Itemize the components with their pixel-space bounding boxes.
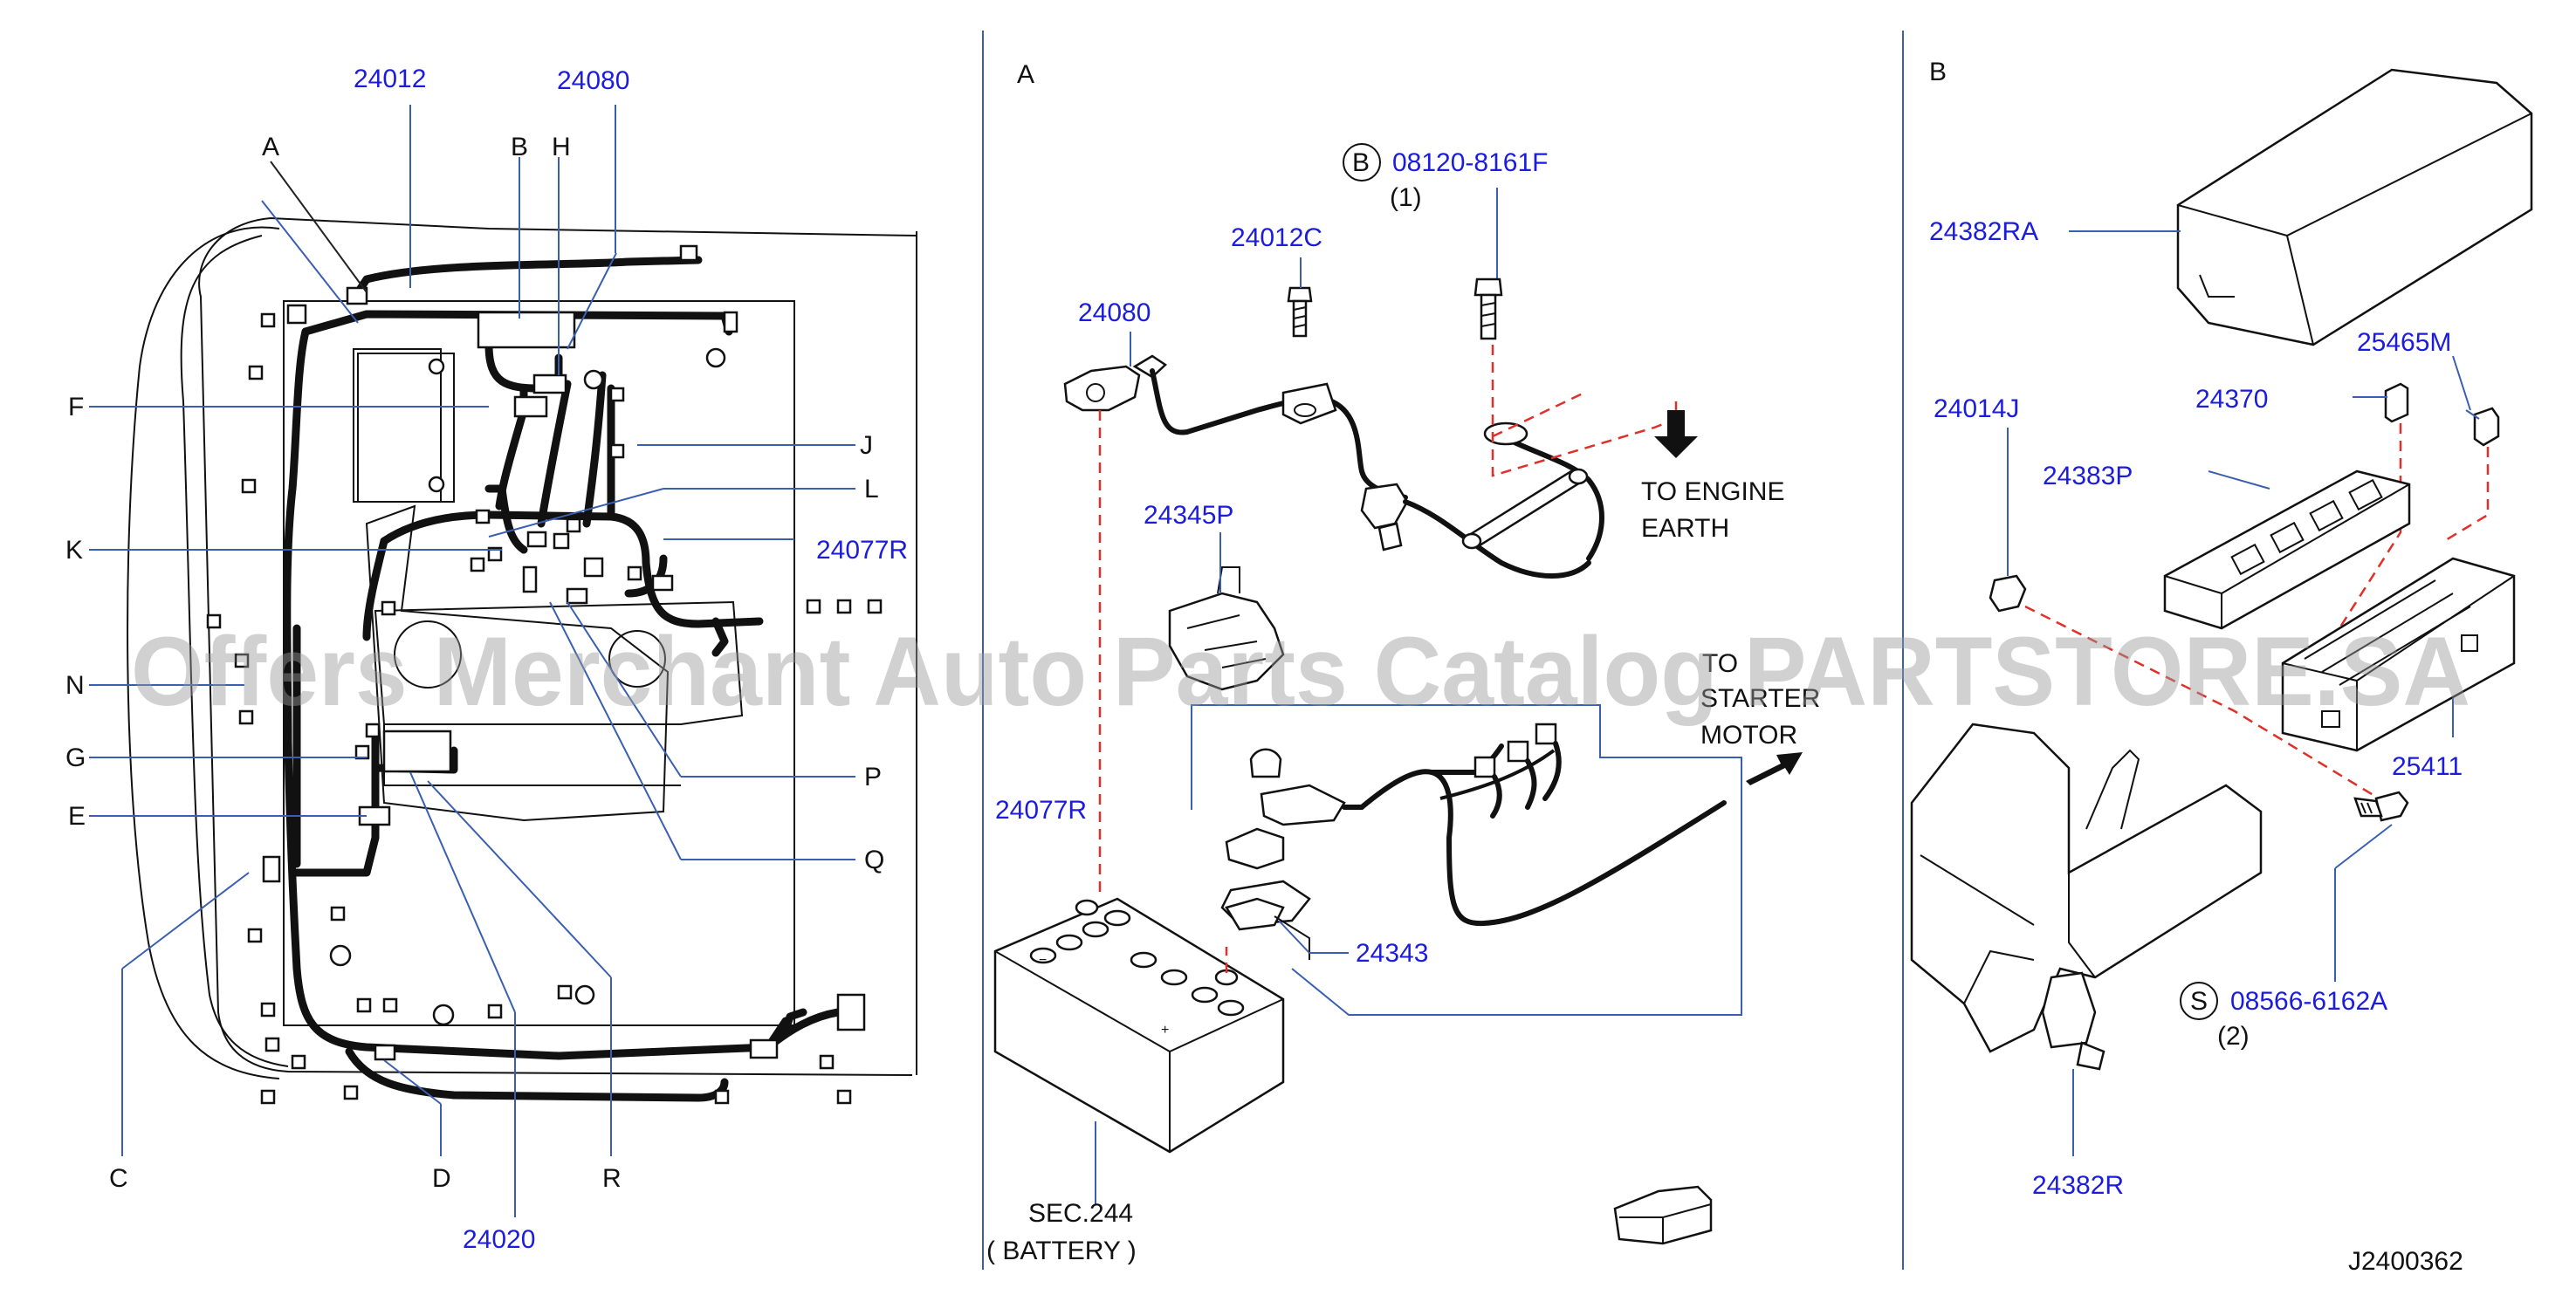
- label-B: B: [511, 133, 528, 161]
- fuse-block-24383P: [2163, 469, 2411, 630]
- label-H: H: [552, 133, 571, 161]
- part-24343: 24343: [1356, 939, 1428, 968]
- to-starter-line2: STARTER: [1700, 684, 1820, 713]
- label-D: D: [432, 1164, 451, 1193]
- label-G: G: [65, 743, 86, 772]
- screw-callout: S 08566-6162A (2): [2180, 982, 2387, 1051]
- to-starter-line1: TO: [1702, 649, 1738, 678]
- fuse-box-cover: [2069, 68, 2533, 346]
- part-24370: 24370: [2195, 385, 2268, 414]
- part-24012: 24012: [354, 65, 426, 93]
- part-25465M: 25465M: [2357, 328, 2451, 357]
- drawing-code: J2400362: [2348, 1247, 2463, 1276]
- view-a-title: A: [1017, 60, 1034, 89]
- part-24382R: 24382R: [2032, 1171, 2124, 1200]
- screw-part-number: 08566-6162A: [2230, 987, 2387, 1016]
- fuse-holder-25411: [2281, 557, 2516, 752]
- watermark-text: Offers Merchant Auto Parts Catalog PARTS…: [131, 617, 2470, 726]
- clip-24014J: [1989, 428, 2401, 813]
- battery-terminal-24343: [1225, 897, 1349, 960]
- engine-earth-callout: TO ENGINE EARTH: [1491, 345, 1784, 543]
- view-b-part-labels: 24382RA 25465M 24014J 24370 24383P 25411…: [1929, 217, 2471, 1200]
- label-C: C: [109, 1164, 128, 1193]
- screw-marker: S: [2190, 987, 2208, 1016]
- left-letter-labels: A B H F J L K N G P E Q C D R: [65, 133, 884, 1193]
- label-K: K: [65, 536, 83, 565]
- view-b-title: B: [1929, 58, 1947, 86]
- label-E: E: [68, 802, 86, 831]
- left-leader-lines: [89, 105, 855, 1217]
- part-24382RA: 24382RA: [1929, 217, 2038, 246]
- battery-cable-24080: [1063, 354, 1604, 579]
- screw-quantity: (2): [2217, 1022, 2250, 1051]
- part-24383P: 24383P: [2043, 462, 2133, 490]
- part-25411: 25411: [2392, 752, 2463, 781]
- bolt-quantity: (1): [1390, 183, 1422, 212]
- bolt-parts: [1287, 257, 1503, 340]
- to-engine-earth-line1: TO ENGINE: [1641, 477, 1784, 506]
- label-L: L: [864, 475, 879, 504]
- label-A: A: [262, 133, 279, 161]
- part-24080-a: 24080: [1078, 298, 1151, 327]
- battery: − + SEC.244 ( BATTERY ): [986, 410, 1285, 1265]
- bolt-part-number: 08120-8161F: [1392, 148, 1548, 177]
- part-24020: 24020: [463, 1225, 535, 1254]
- svg-text:−: −: [1039, 953, 1047, 968]
- part-24014J: 24014J: [1934, 394, 2019, 423]
- part-24077R-a: 24077R: [995, 796, 1087, 825]
- label-J: J: [860, 431, 873, 460]
- fuse-box-body-24382R: [1910, 723, 2263, 1156]
- label-Q: Q: [864, 846, 884, 874]
- part-24012C: 24012C: [1231, 223, 1322, 252]
- to-engine-earth-line2: EARTH: [1641, 514, 1729, 543]
- bolt-marker: B: [1352, 148, 1370, 177]
- label-F: F: [68, 393, 84, 421]
- battery-name-label: ( BATTERY ): [986, 1237, 1137, 1265]
- part-24345P: 24345P: [1144, 501, 1233, 530]
- view-a-part-labels: 24012C 24080 24345P 24077R 24343: [995, 223, 1428, 968]
- svg-text:+: +: [1161, 1023, 1169, 1038]
- terminal-cover-small: [1613, 1185, 1713, 1245]
- battery-sec-label: SEC.244: [1028, 1199, 1133, 1228]
- to-starter-line3: MOTOR: [1700, 721, 1797, 750]
- label-P: P: [864, 763, 882, 791]
- part-24077R: 24077R: [816, 536, 908, 565]
- part-24080: 24080: [557, 66, 629, 95]
- harness-connectors: [206, 244, 883, 1105]
- left-part-labels: 24012 24080 24077R 24020: [354, 65, 908, 1254]
- bolt-callout: B 08120-8161F (1): [1343, 143, 1548, 288]
- label-N: N: [65, 671, 85, 700]
- label-R: R: [602, 1164, 622, 1193]
- screw-08566: [2334, 791, 2409, 982]
- relays-and-fuses: [2338, 382, 2500, 629]
- starter-cable-24077R: TO STARTER MOTOR: [1191, 649, 1820, 1016]
